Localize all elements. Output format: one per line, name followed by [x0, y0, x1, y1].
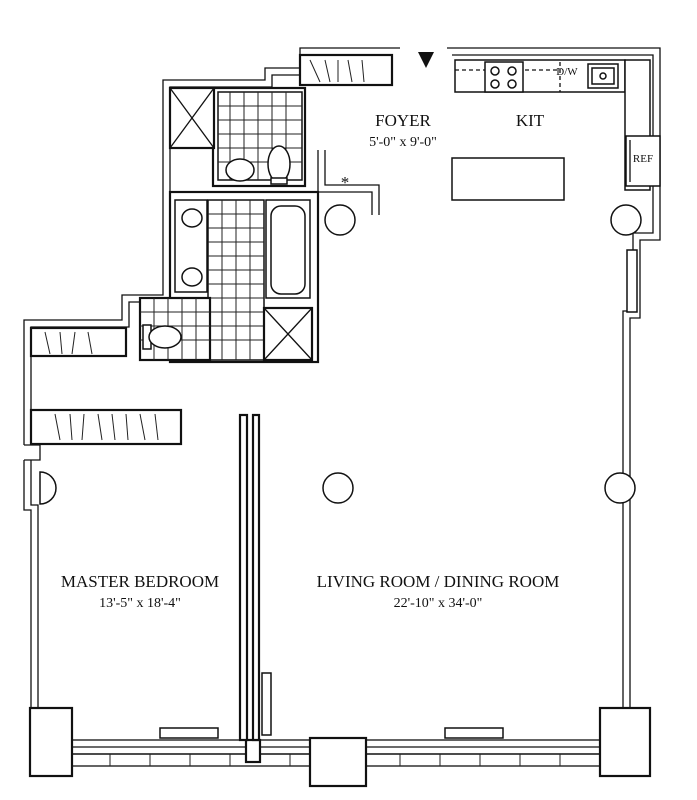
shower-upper — [168, 86, 216, 150]
dishwasher-label: D/W — [556, 66, 578, 78]
master-bedroom-dimensions: 13'-5" x 18'-4" — [99, 596, 181, 611]
bedroom-partition — [238, 413, 272, 742]
kitchen-label: KIT — [516, 111, 545, 130]
entry-arrow-icon — [418, 52, 434, 68]
kitchen-island — [451, 157, 565, 201]
right-wall-unit — [626, 249, 638, 313]
structural-columns — [39, 204, 642, 505]
asterisk-marker: * — [341, 173, 350, 192]
master-bedroom-label: MASTER BEDROOM — [61, 572, 219, 591]
living-dining-label: LIVING ROOM / DINING ROOM — [317, 572, 560, 591]
foyer-dimensions: 5'-0" x 9'-0" — [369, 135, 437, 150]
refrigerator — [625, 135, 661, 187]
bath-water-closet — [138, 296, 212, 362]
closet-bedroom-upper — [29, 326, 128, 358]
closet-bedroom-lower — [29, 408, 183, 446]
closet-top — [298, 53, 394, 87]
foyer-label: FOYER — [375, 111, 431, 130]
living-dining-dimensions: 22'-10" x 34'-0" — [394, 596, 483, 611]
foyer-partition — [317, 150, 380, 236]
powder-room — [211, 86, 307, 188]
sink-icon — [587, 63, 619, 89]
range-icon — [484, 61, 524, 93]
refrigerator-label: REF — [633, 153, 653, 165]
window-wall — [28, 706, 652, 788]
